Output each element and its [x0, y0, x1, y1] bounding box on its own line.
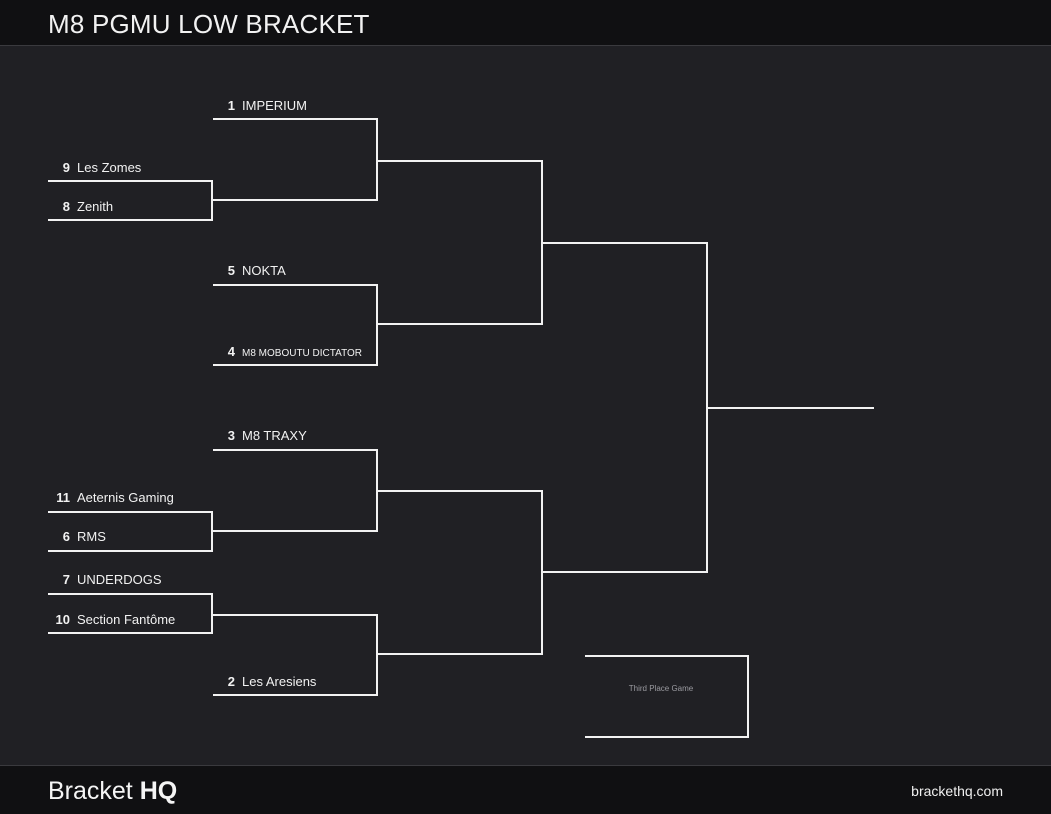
- bracket-line: [213, 449, 378, 451]
- team-slot: 9 Les Zomes: [48, 160, 142, 176]
- bracket-line: [706, 242, 708, 573]
- bracket-line: [376, 118, 378, 201]
- team-name: Zenith: [77, 199, 114, 214]
- team-slot: 6 RMS: [48, 529, 106, 545]
- team-slot: 4 M8 MOBOUTU DICTATOR: [213, 344, 362, 360]
- bracket-line: [213, 364, 378, 366]
- third-place-line: [585, 655, 749, 657]
- bracket-line: [211, 593, 213, 634]
- third-place-label: Third Place Game: [628, 684, 694, 693]
- bracket-line: [213, 530, 378, 532]
- team-name: Les Zomes: [77, 160, 142, 175]
- team-slot: 11 Aeternis Gaming: [48, 490, 174, 506]
- bracket-line: [213, 614, 378, 616]
- brand-logo[interactable]: Bracket HQ: [48, 777, 177, 806]
- bracket-line: [378, 653, 543, 655]
- bracket-line: [211, 511, 213, 552]
- bracket-line: [48, 550, 212, 552]
- brand-text-bold: HQ: [139, 777, 178, 805]
- team-name: NOKTA: [242, 263, 286, 278]
- bracket-line: [213, 199, 378, 201]
- team-seed: 9: [62, 160, 70, 175]
- bracket-line: [48, 632, 212, 634]
- team-seed: 1: [227, 98, 235, 113]
- team-slot: 7 UNDERDOGS: [48, 572, 162, 588]
- bracket-line: [213, 118, 378, 120]
- bracket-line: [378, 323, 543, 325]
- bracket-line: [376, 284, 378, 366]
- bracket-line: [48, 511, 212, 513]
- team-name: Les Aresiens: [242, 674, 317, 689]
- footer-bar: Bracket HQ brackethq.com: [0, 765, 1051, 814]
- bracket-line: [48, 219, 212, 221]
- bracket-line: [376, 449, 378, 532]
- team-name: IMPERIUM: [242, 98, 307, 113]
- team-seed: 2: [227, 674, 235, 689]
- brand-text-light: Bracket: [48, 777, 133, 805]
- team-seed: 10: [55, 612, 70, 627]
- header-bar: M8 PGMU LOW BRACKET: [0, 0, 1051, 46]
- team-seed: 6: [62, 529, 70, 544]
- team-name: M8 TRAXY: [242, 428, 307, 443]
- champion-line: [708, 407, 874, 409]
- bracket-line: [543, 242, 708, 244]
- team-slot: 5 NOKTA: [213, 263, 286, 279]
- team-name: Section Fantôme: [77, 612, 176, 627]
- team-seed: 7: [62, 572, 70, 587]
- bracket-line: [48, 180, 212, 182]
- team-name: RMS: [77, 529, 106, 544]
- third-place-line: [585, 736, 749, 738]
- bracket-line: [213, 284, 378, 286]
- team-seed: 11: [56, 490, 70, 505]
- bracket-line: [378, 160, 543, 162]
- team-slot: 8 Zenith: [48, 199, 113, 215]
- team-seed: 8: [62, 199, 70, 214]
- bracket-line: [213, 694, 378, 696]
- team-name: M8 MOBOUTU DICTATOR: [242, 348, 362, 359]
- team-seed: 5: [227, 263, 235, 278]
- page-title: M8 PGMU LOW BRACKET: [48, 9, 370, 39]
- team-slot: 3 M8 TRAXY: [213, 428, 307, 444]
- team-seed: 3: [227, 428, 235, 443]
- bracket-line: [543, 571, 708, 573]
- team-name: Aeternis Gaming: [77, 490, 174, 505]
- third-place-line: [747, 655, 749, 738]
- bracket-line: [541, 490, 543, 655]
- team-slot: 1 IMPERIUM: [213, 98, 307, 114]
- bracket-line: [541, 160, 543, 325]
- team-name: UNDERDOGS: [77, 572, 162, 587]
- team-seed: 4: [227, 344, 235, 359]
- bracket-line: [211, 180, 213, 221]
- bracket-line: [376, 614, 378, 696]
- team-slot: 10 Section Fantôme: [48, 612, 176, 628]
- bracket-line: [378, 490, 543, 492]
- site-link[interactable]: brackethq.com: [911, 783, 1003, 799]
- bracket-line: [48, 593, 212, 595]
- team-slot: 2 Les Aresiens: [213, 674, 317, 690]
